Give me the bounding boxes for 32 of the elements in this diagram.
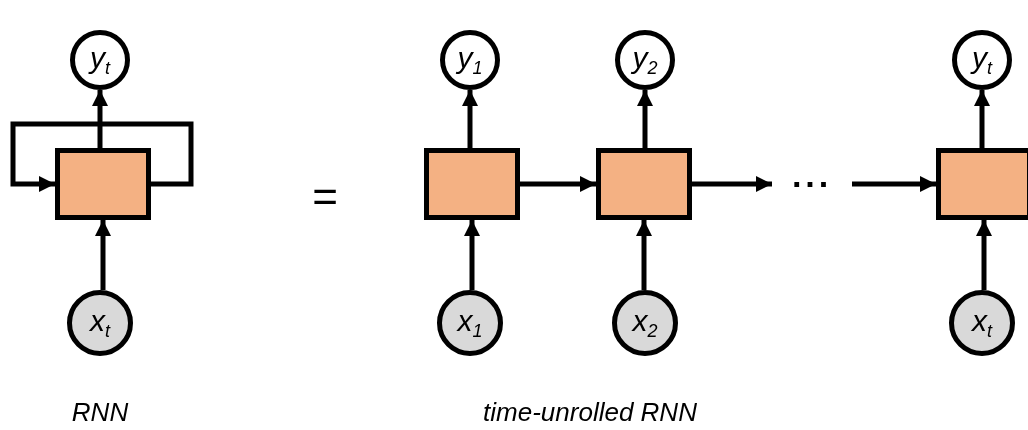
variable-label: y$_{2}$ [632,43,658,77]
arrow [852,176,936,192]
arrow [462,90,478,148]
ellipsis: ··· [792,164,832,204]
rnn-cell-box [596,148,692,220]
output-circle [70,30,130,90]
caption: time-unrolled RNN [483,396,697,428]
arrow [974,90,990,148]
variable-label: y$_{1}$ [457,43,483,77]
variable-label: x$_{1}$ [457,306,483,340]
variable-label: x$_{t}$ [90,306,110,340]
rnn-cell-box [424,148,520,220]
caption: RNN [71,396,129,428]
arrow [464,220,480,290]
rnn-cell-box [936,148,1028,220]
output-circle [952,30,1012,90]
arrow [92,90,108,148]
arrow [95,220,111,290]
variable-label: x$_{t}$ [972,306,992,340]
arrow [520,176,596,192]
variable-label: y$_{t}$ [972,43,992,77]
output-circle [615,30,675,90]
arrow [692,176,772,192]
arrow [637,90,653,148]
output-circle [440,30,500,90]
variable-label: x$_{2}$ [632,306,658,340]
equals-sign: = [312,172,338,222]
arrow [976,220,992,290]
arrow [10,121,194,192]
variable-label: y$_{t}$ [90,43,110,77]
arrow [636,220,652,290]
rnn-cell-box [55,148,151,220]
